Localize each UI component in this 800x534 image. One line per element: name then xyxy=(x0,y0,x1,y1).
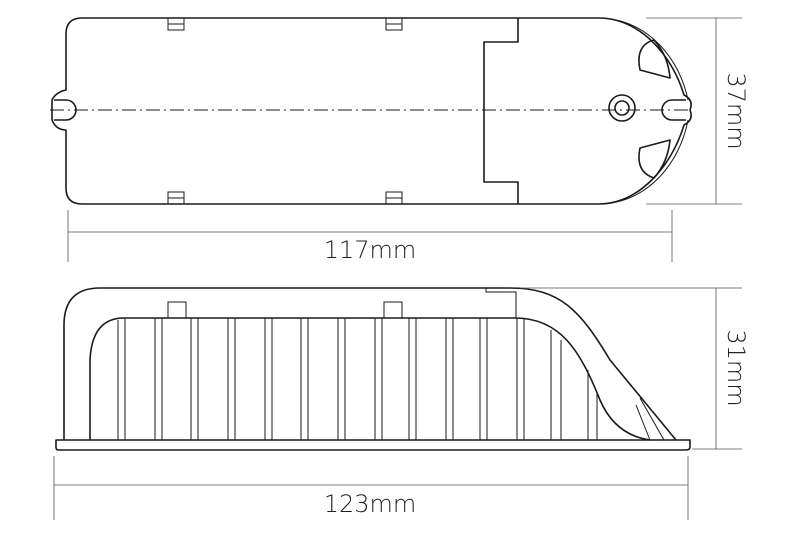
width-dimension-37: 37mm xyxy=(646,17,750,205)
length-label-117: 117mm xyxy=(324,236,417,264)
width-label-37: 37mm xyxy=(722,72,750,149)
clip-tabs-side xyxy=(167,301,403,319)
clip-tabs xyxy=(167,17,403,205)
length-dimension-117: 117mm xyxy=(67,210,673,264)
ribs xyxy=(117,318,598,440)
height-label-31: 31mm xyxy=(722,329,750,406)
base-plate xyxy=(55,439,691,451)
height-dimension-31: 31mm xyxy=(520,287,750,450)
mounting-slots xyxy=(54,39,686,179)
top-view-outline xyxy=(51,17,692,205)
outer-shell xyxy=(63,287,677,441)
step-section xyxy=(483,18,519,204)
length-label-123: 123mm xyxy=(324,490,417,518)
side-view: 123mm 31mm xyxy=(53,287,750,520)
top-view: 117mm 37mm xyxy=(50,17,750,264)
inner-shell xyxy=(89,317,651,441)
length-dimension-123: 123mm xyxy=(53,456,689,520)
